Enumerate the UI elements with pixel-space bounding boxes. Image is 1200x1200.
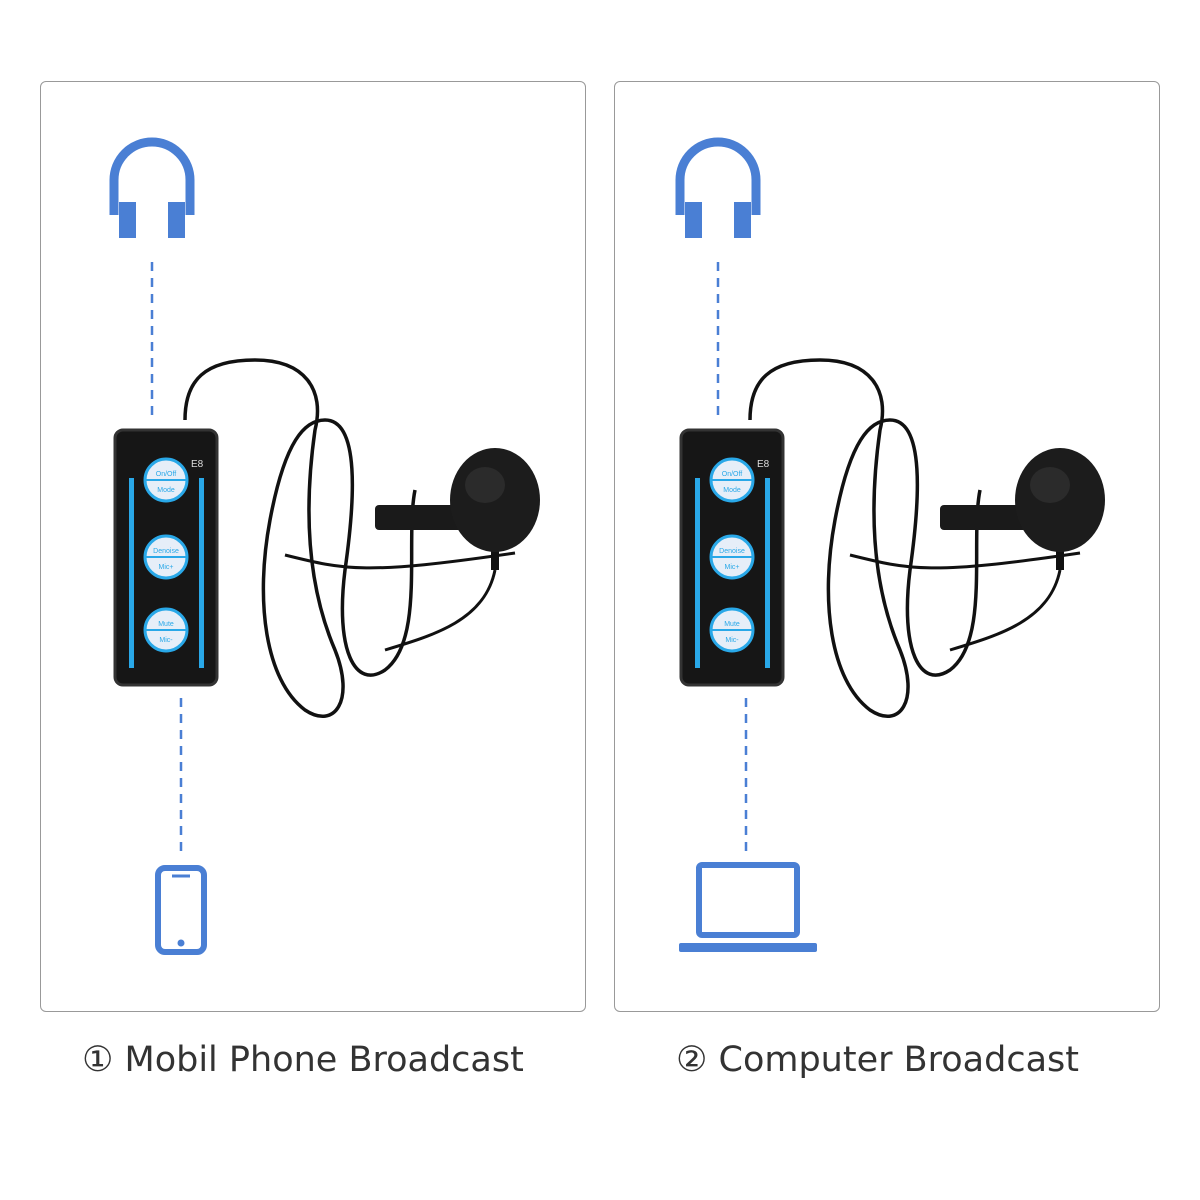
- laptop-icon: [679, 862, 817, 952]
- svg-text:Mute: Mute: [724, 621, 740, 628]
- svg-text:On/Off: On/Off: [722, 471, 743, 478]
- model-label: E8: [191, 459, 204, 470]
- svg-text:On/Off: On/Off: [156, 471, 177, 478]
- svg-text:Mic+: Mic+: [159, 564, 174, 571]
- svg-text:Mode: Mode: [723, 487, 741, 494]
- svg-text:Mute: Mute: [158, 621, 174, 628]
- model-label: E8: [757, 459, 770, 470]
- svg-text:Denoise: Denoise: [719, 548, 745, 555]
- svg-text:Mode: Mode: [157, 487, 175, 494]
- svg-text:Mic+: Mic+: [725, 564, 740, 571]
- smartphone-icon: [155, 865, 207, 955]
- caption-computer-broadcast: ② Computer Broadcast: [676, 1040, 1079, 1080]
- svg-text:Denoise: Denoise: [153, 548, 179, 555]
- caption-mobile-phone-broadcast: ① Mobil Phone Broadcast: [82, 1040, 524, 1080]
- svg-text:Mic-: Mic-: [159, 637, 173, 644]
- svg-text:Mic-: Mic-: [725, 637, 739, 644]
